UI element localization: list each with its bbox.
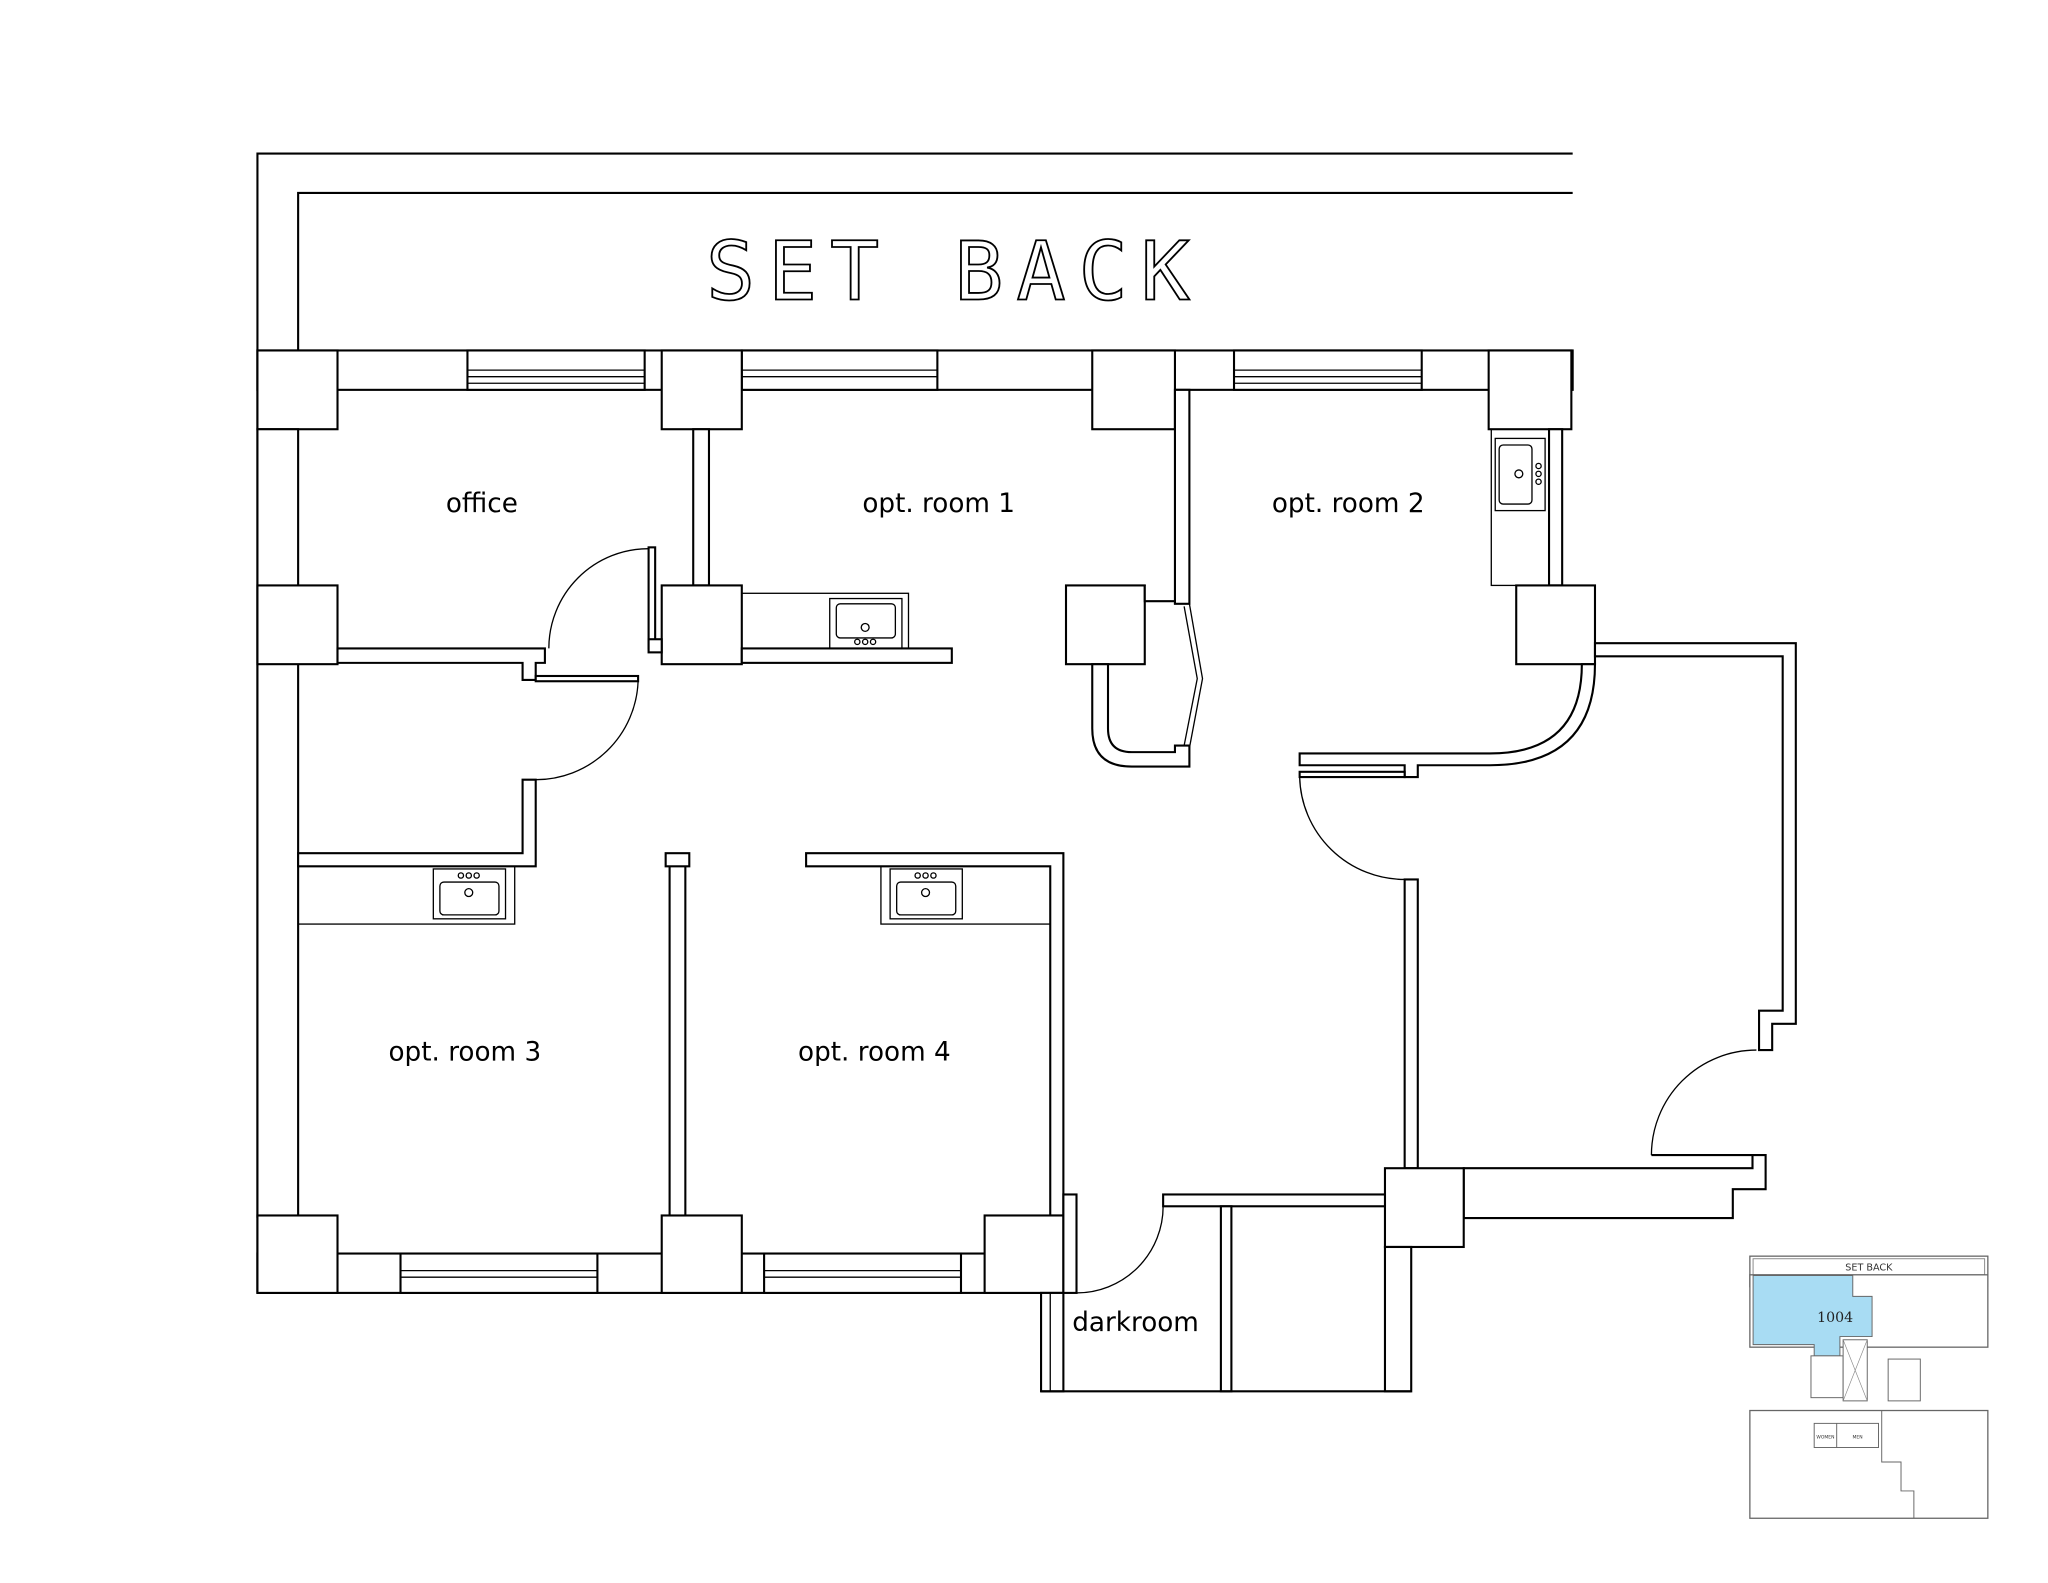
room-label-opt-room-2: opt. room 2 <box>1272 489 1425 519</box>
room-label-opt-room-3: opt. room 3 <box>389 1038 542 1068</box>
key-plan: SET BACK 1004 WOMEN MEN <box>1749 1255 1989 1519</box>
keyplan-women-label: WOMEN <box>1816 1435 1834 1441</box>
sink-icon <box>432 868 507 920</box>
room-label-darkroom: darkroom <box>1072 1308 1199 1338</box>
keyplan-setback-label: SET BACK <box>1845 1263 1893 1274</box>
room-label-opt-room-1: opt. room 1 <box>862 489 1015 519</box>
setback-boundary <box>256 152 1573 1293</box>
sink-icon <box>1494 437 1546 512</box>
keyplan-men-label: MEN <box>1853 1435 1863 1441</box>
setback-label: SET BACK <box>706 224 1203 319</box>
left-wall <box>256 428 339 1218</box>
room-label-opt-room-4: opt. room 4 <box>798 1038 951 1068</box>
room-label-office: office <box>446 489 518 519</box>
sink-icon <box>829 597 903 650</box>
top-wall <box>256 349 1574 431</box>
suite-1004-highlight <box>1752 1274 1873 1357</box>
keyplan-suite-number: 1004 <box>1817 1310 1853 1326</box>
sink-icon <box>889 868 963 920</box>
bottom-wall <box>256 1214 1065 1294</box>
